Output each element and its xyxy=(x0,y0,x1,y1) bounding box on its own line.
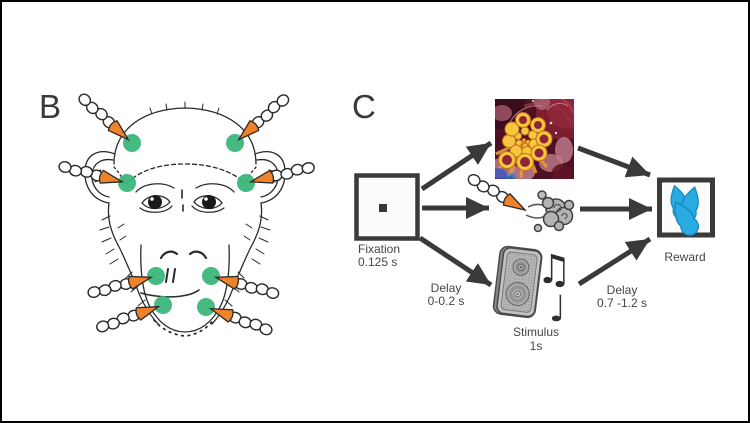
stimulation-site-dot xyxy=(197,298,215,316)
air-nozzle-icon xyxy=(207,301,275,338)
air-nozzles xyxy=(56,90,317,338)
arrow-auditory-to-reward xyxy=(577,236,652,287)
stimulation-site-dot xyxy=(202,267,220,285)
air-nozzle-icon xyxy=(94,299,162,336)
panel-b: B xyxy=(39,88,317,338)
fixation-dot xyxy=(379,204,387,212)
delay-pre-label: Delay xyxy=(431,281,462,295)
arrow-visual-to-reward xyxy=(577,145,651,178)
air-puff-cloud-icon xyxy=(533,190,575,233)
stimulation-site-dot xyxy=(154,296,172,314)
delay-pre-duration: 0-0.2 s xyxy=(428,294,465,308)
arrow-to-visual xyxy=(420,140,493,192)
stimulation-site-dot xyxy=(118,174,136,192)
delay-post-duration: 0.7 -1.2 s xyxy=(597,296,647,310)
arrow-to-auditory xyxy=(418,235,493,288)
beamed-music-note-icon: ♫ xyxy=(536,247,572,293)
cloud-swirl-lines xyxy=(553,203,568,220)
single-music-note-icon: ♩ xyxy=(549,289,566,330)
monkey-face-illustration xyxy=(84,101,286,337)
panel-c: C Fixation 0.125 s xyxy=(352,88,715,353)
air-nozzle-icon xyxy=(74,90,134,146)
stimulus-duration: 1s xyxy=(530,339,543,353)
stimulus-label: Stimulus xyxy=(513,325,559,339)
visual-stimulus-fractal-image xyxy=(495,99,574,179)
fixation-duration: 0.125 s xyxy=(358,255,397,269)
tactile-stimulus-air-puff xyxy=(464,171,575,233)
fixation-box xyxy=(354,173,420,241)
air-nozzle-icon xyxy=(248,159,317,189)
reward-label: Reward xyxy=(664,250,705,264)
flow-arrows xyxy=(418,140,652,288)
stimulation-site-dot xyxy=(147,267,165,285)
reward-box xyxy=(657,177,715,240)
delay-post-label: Delay xyxy=(607,283,638,297)
panel-c-label: C xyxy=(352,88,376,125)
speaker-icon xyxy=(492,245,543,319)
fixation-label: Fixation xyxy=(358,242,400,256)
stimulation-sites xyxy=(118,134,255,316)
stimulation-site-dot xyxy=(237,174,255,192)
air-nozzle-icon xyxy=(233,90,293,146)
panel-b-label: B xyxy=(39,88,61,125)
